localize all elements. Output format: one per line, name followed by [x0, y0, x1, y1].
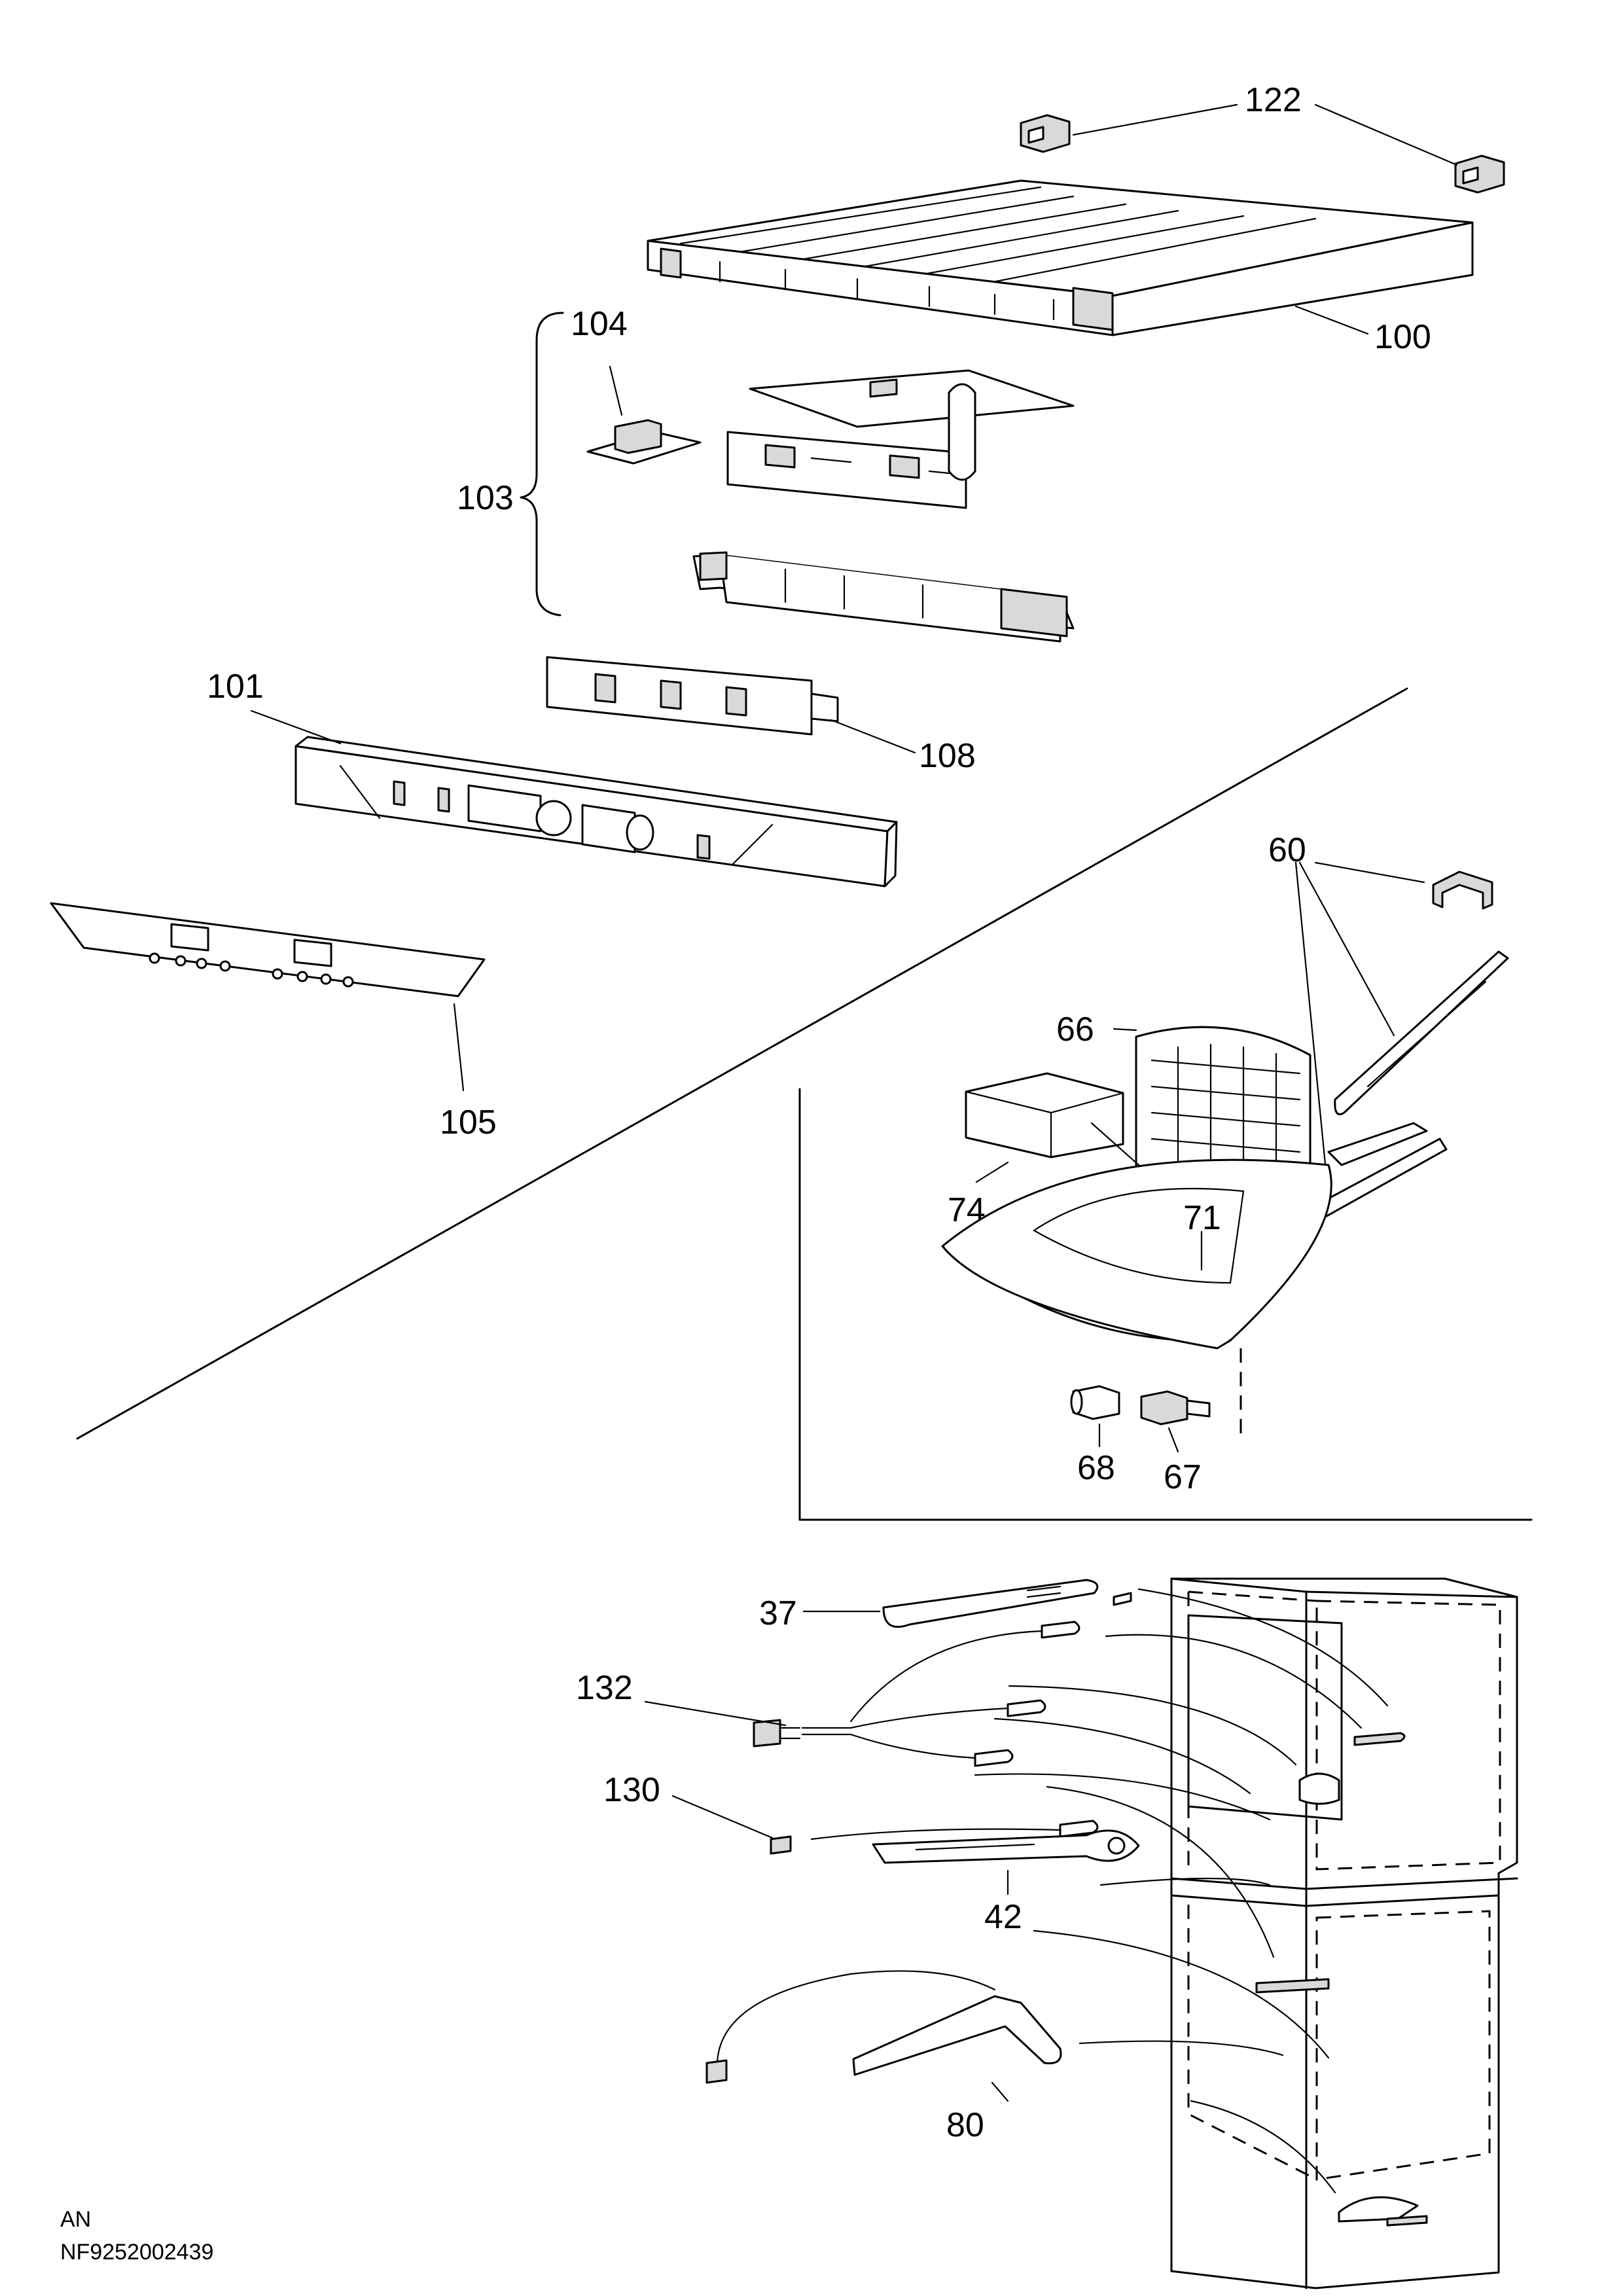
label-108: 108	[919, 737, 976, 775]
label-122: 122	[1245, 81, 1302, 119]
label-67: 67	[1164, 1458, 1202, 1496]
leader-101	[250, 709, 342, 745]
leader-132	[644, 1700, 787, 1727]
label-80: 80	[946, 2106, 984, 2144]
part-100-top-cover	[647, 179, 1474, 336]
part-108-switch-board	[546, 656, 839, 736]
leader-60c	[1294, 861, 1330, 1199]
leader-100	[1294, 305, 1369, 335]
label-37: 37	[759, 1594, 797, 1632]
leader-67	[1168, 1427, 1179, 1453]
footer-document-number: NF9252002439	[60, 2240, 213, 2265]
inset-frame	[798, 1088, 1533, 1521]
part-68-cylinder	[1070, 1385, 1120, 1420]
label-130: 130	[603, 1771, 660, 1809]
leader-74-to-tray	[1090, 1122, 1140, 1166]
part-132-harness	[753, 1621, 1080, 1767]
leader-105	[453, 1003, 465, 1092]
part-71-tray	[941, 1158, 1332, 1440]
part-74-block	[965, 1072, 1124, 1158]
part-80-lower-sensor	[705, 1970, 1062, 2084]
part-122-clips	[1020, 114, 1505, 194]
leader-108	[830, 719, 916, 754]
leader-122a	[1072, 103, 1238, 136]
label-101: 101	[207, 668, 264, 706]
part-67-connector	[1140, 1390, 1211, 1426]
leader-74	[975, 1161, 1009, 1183]
label-104: 104	[571, 305, 628, 343]
part-103-frame	[692, 551, 1075, 643]
part-42-holder	[872, 1829, 1140, 1864]
leader-122b	[1314, 103, 1458, 166]
part-130-sensor	[770, 1820, 1099, 1855]
part-60-hinge	[1311, 870, 1509, 1220]
routing-arrows	[974, 1588, 1389, 2194]
footer-code-an: AN	[60, 2207, 91, 2232]
part-105-decal	[50, 902, 486, 997]
cabinet-outline	[1170, 1577, 1518, 2289]
leader-104	[609, 365, 623, 416]
cabinet-sensors	[1255, 1732, 1428, 2227]
label-68: 68	[1077, 1449, 1115, 1487]
label-66: 66	[1056, 1011, 1094, 1049]
label-71: 71	[1183, 1199, 1221, 1237]
leader-66	[1113, 1028, 1137, 1031]
label-60: 60	[1268, 831, 1306, 869]
section-divider-line	[76, 687, 1408, 1440]
leader-60a	[1314, 861, 1425, 884]
label-105: 105	[440, 1103, 497, 1141]
part-104-small-board	[586, 419, 702, 465]
label-42: 42	[984, 1898, 1022, 1936]
label-100: 100	[1374, 318, 1431, 356]
brace-103	[520, 312, 564, 617]
part-101-front-panel	[294, 736, 898, 888]
leader-60b	[1298, 861, 1395, 1037]
label-132: 132	[576, 1669, 633, 1707]
leader-80	[991, 2081, 1009, 2102]
part-103-control-board	[726, 369, 1075, 509]
part-37-sensor-holder	[882, 1579, 1132, 1628]
label-103: 103	[457, 479, 514, 517]
leader-130	[671, 1795, 774, 1839]
